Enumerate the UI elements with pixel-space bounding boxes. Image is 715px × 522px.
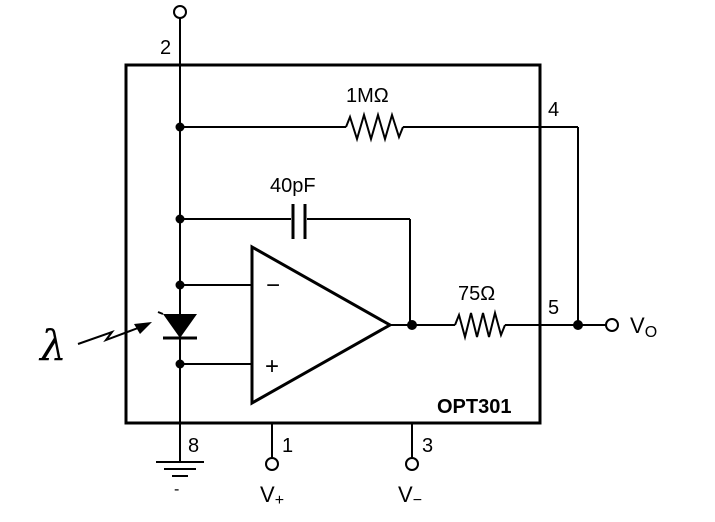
pin3-terminal bbox=[405, 457, 419, 471]
pin3-label: 3 bbox=[422, 435, 433, 457]
c-feedback-label: 40pF bbox=[270, 175, 316, 197]
vo-terminal bbox=[605, 318, 619, 332]
photodiode bbox=[157, 311, 197, 340]
ground-symbol bbox=[156, 461, 204, 477]
junction-dot bbox=[573, 320, 583, 330]
lambda-symbol: λ bbox=[38, 321, 67, 370]
vplus-label: V+ bbox=[260, 482, 284, 509]
junction-dot bbox=[175, 280, 185, 290]
pin1-terminal bbox=[265, 457, 279, 471]
vo-label: VO bbox=[630, 313, 657, 341]
op-amp bbox=[250, 244, 394, 406]
junction-dot bbox=[175, 122, 185, 132]
ground-minus-label: - bbox=[174, 481, 179, 498]
pin5-label: 5 bbox=[548, 297, 559, 319]
pin4-label: 4 bbox=[548, 99, 559, 121]
pin1-label: 1 bbox=[282, 435, 293, 457]
r-output-label: 75Ω bbox=[458, 283, 495, 305]
resistor-75ohm bbox=[454, 309, 506, 341]
inverting-sign: − bbox=[266, 272, 280, 299]
light-arrow bbox=[77, 322, 152, 345]
junction-dot bbox=[407, 320, 417, 330]
package-outline bbox=[124, 63, 542, 425]
pin2-terminal bbox=[173, 5, 187, 19]
pin2-label: 2 bbox=[160, 37, 171, 59]
r-feedback-label: 1MΩ bbox=[346, 85, 389, 107]
junction-dot bbox=[175, 359, 185, 369]
noninverting-sign: + bbox=[265, 353, 279, 380]
vminus-label: V− bbox=[398, 482, 422, 509]
junction-dot bbox=[175, 214, 185, 224]
chip-name: OPT301 bbox=[437, 396, 511, 418]
pin8-label: 8 bbox=[188, 435, 199, 457]
resistor-1meg bbox=[345, 111, 404, 143]
